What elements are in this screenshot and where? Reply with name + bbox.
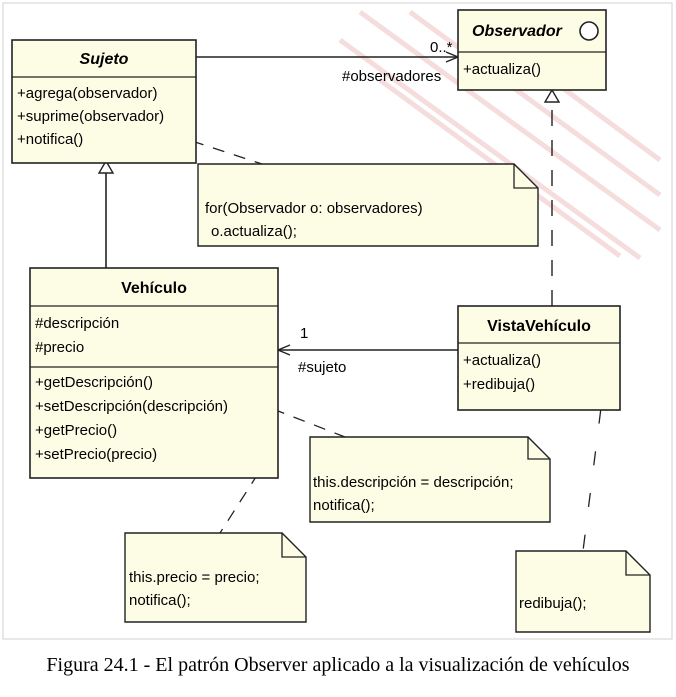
class-vista-box — [457, 305, 621, 411]
note-text: redibuja(); — [519, 595, 587, 612]
note-anchor-set-precio — [219, 454, 271, 534]
vista-method: +actualiza() — [463, 352, 541, 369]
class-sujeto: Sujeto +agrega(observador) +suprime(obse… — [11, 39, 197, 164]
sujeto-role: #sujeto — [298, 359, 346, 376]
class-observador-name: Observador — [472, 23, 563, 40]
figure-caption: Figura 24.1 - El patrón Observer aplicad… — [46, 654, 630, 676]
class-observador: Observador +actualiza() — [457, 9, 607, 91]
vehiculo-attribute: #descripción — [35, 315, 119, 332]
note-text: this.descripción = descripción; — [313, 474, 514, 491]
class-sujeto-box — [11, 39, 197, 164]
vista-realization-triangle — [543, 88, 561, 103]
vehiculo-attribute: #precio — [35, 339, 84, 356]
sujeto-method: +notifica() — [17, 131, 83, 148]
note-anchor-set-descripcion — [272, 408, 346, 438]
class-vista-name: VistaVehículo — [487, 318, 591, 335]
class-vista-vehiculo: VistaVehículo +actualiza() +redibuja() — [457, 305, 621, 411]
vehiculo-method: +getDescripción() — [35, 374, 153, 391]
class-vehiculo-name: Vehículo — [121, 280, 187, 297]
sujeto-multiplicity: 1 — [300, 325, 308, 342]
class-vehiculo: Vehículo #descripción #precio +getDescri… — [29, 267, 279, 479]
interface-circle-icon — [579, 21, 599, 41]
note-anchor-notifica — [191, 140, 263, 165]
vista-method: +redibuja() — [463, 376, 535, 393]
note-set-descripcion: this.descripción = descripción; notifica… — [309, 436, 551, 523]
observador-method: +actualiza() — [463, 61, 541, 78]
vehiculo-method: +getPrecio() — [35, 422, 117, 439]
note-redibuja: redibuja(); — [515, 550, 651, 633]
class-vehiculo-box — [29, 267, 279, 479]
note-text: this.precio = precio; — [129, 569, 259, 586]
observadores-multiplicity: 0..* — [430, 39, 453, 56]
class-sujeto-name: Sujeto — [80, 51, 129, 68]
vehiculo-method: +setDescripción(descripción) — [35, 398, 228, 415]
sujeto-method: +suprime(observador) — [17, 108, 164, 125]
vehiculo-generalization-triangle — [97, 159, 115, 174]
note-notifica: for(Observador o: observadores) o.actual… — [197, 163, 539, 247]
note-text: for(Observador o: observadores) — [205, 200, 423, 217]
note-set-precio: this.precio = precio; notifica(); — [124, 532, 307, 623]
sujeto-method: +agrega(observador) — [17, 85, 158, 102]
diagram-frame — [2, 2, 673, 640]
watermark — [338, 9, 662, 261]
vehiculo-method: +setPrecio(precio) — [35, 446, 157, 463]
note-text: notifica(); — [129, 592, 191, 609]
note-text: notifica(); — [313, 497, 375, 514]
class-observador-box — [457, 9, 607, 91]
note-text: o.actualiza(); — [211, 223, 297, 240]
observadores-role: #observadores — [342, 68, 441, 85]
note-anchor-redibuja — [582, 367, 607, 552]
